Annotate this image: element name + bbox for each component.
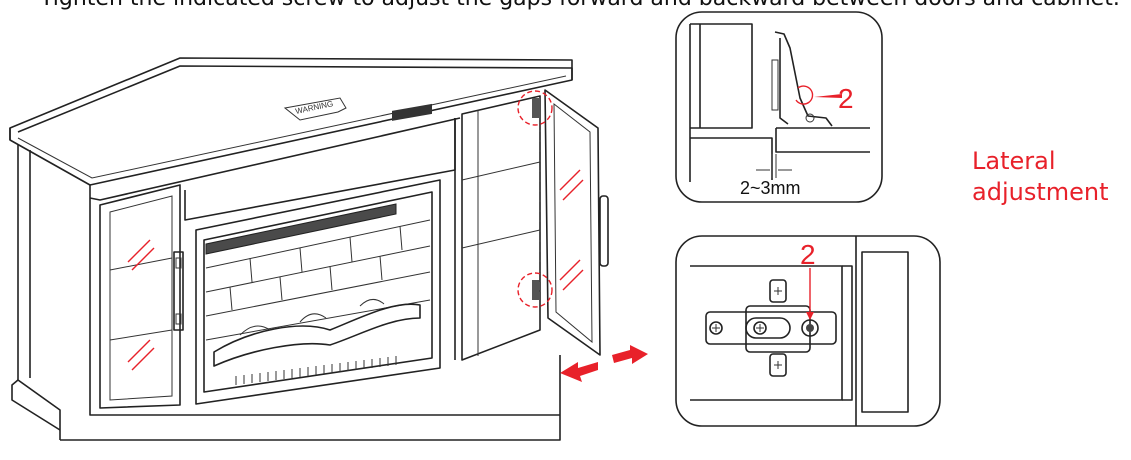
adjustment-arrows (560, 345, 648, 382)
firebox-bricks (205, 219, 431, 341)
instruction-text: Tighten the indicated screw to adjust th… (40, 0, 1120, 11)
bottom-callout-number: 2 (800, 239, 816, 270)
detail-top-inset: 2 2~3mm (675, 11, 883, 203)
gap-dimension-label: 2~3mm (740, 178, 801, 198)
top-callout-number: 2 (838, 83, 854, 114)
vent-slots (235, 356, 397, 385)
detail-bottom-inset: 2 (675, 235, 941, 427)
fireplace-cabinet: WARNING (9, 57, 609, 441)
warning-label: WARNING (295, 99, 334, 116)
